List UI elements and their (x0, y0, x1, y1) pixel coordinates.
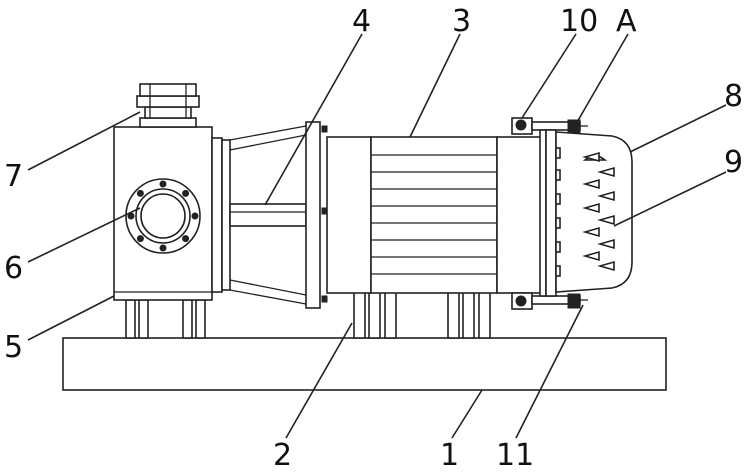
leader-8 (629, 104, 727, 153)
leader-6 (27, 207, 141, 263)
motor-housing (326, 136, 543, 294)
label-10: 10 (560, 4, 598, 39)
label-6: 6 (4, 251, 23, 286)
outlet-flange (136, 83, 200, 128)
label-7: 7 (4, 159, 23, 194)
vent-holes (582, 151, 615, 272)
leader-4 (264, 33, 363, 206)
label-1: 1 (440, 438, 459, 473)
label-9: 9 (724, 145, 743, 180)
leader-10 (521, 33, 577, 119)
base-plate (62, 337, 667, 391)
leader-5 (27, 295, 115, 341)
leader-1 (451, 389, 483, 439)
clamp-frame (511, 117, 588, 310)
leader-11 (515, 304, 584, 439)
part-labels: 7 6 5 4 3 10 A 8 9 2 1 11 (4, 4, 743, 473)
leader-lines (27, 33, 727, 439)
watermark-text: PV001.COM (28, 437, 114, 452)
label-11: 11 (496, 438, 534, 473)
label-5: 5 (4, 330, 23, 365)
leader-A (575, 33, 629, 125)
leader-3 (409, 33, 461, 138)
label-8: 8 (724, 79, 743, 114)
leader-2 (285, 322, 353, 439)
coupling-bracket (211, 121, 328, 309)
leader-7 (27, 111, 141, 171)
leader-9 (613, 171, 727, 227)
label-2: 2 (273, 438, 292, 473)
inlet-flange (125, 178, 201, 254)
label-A: A (616, 4, 637, 39)
label-4: 4 (352, 4, 371, 39)
label-3: 3 (452, 4, 471, 39)
